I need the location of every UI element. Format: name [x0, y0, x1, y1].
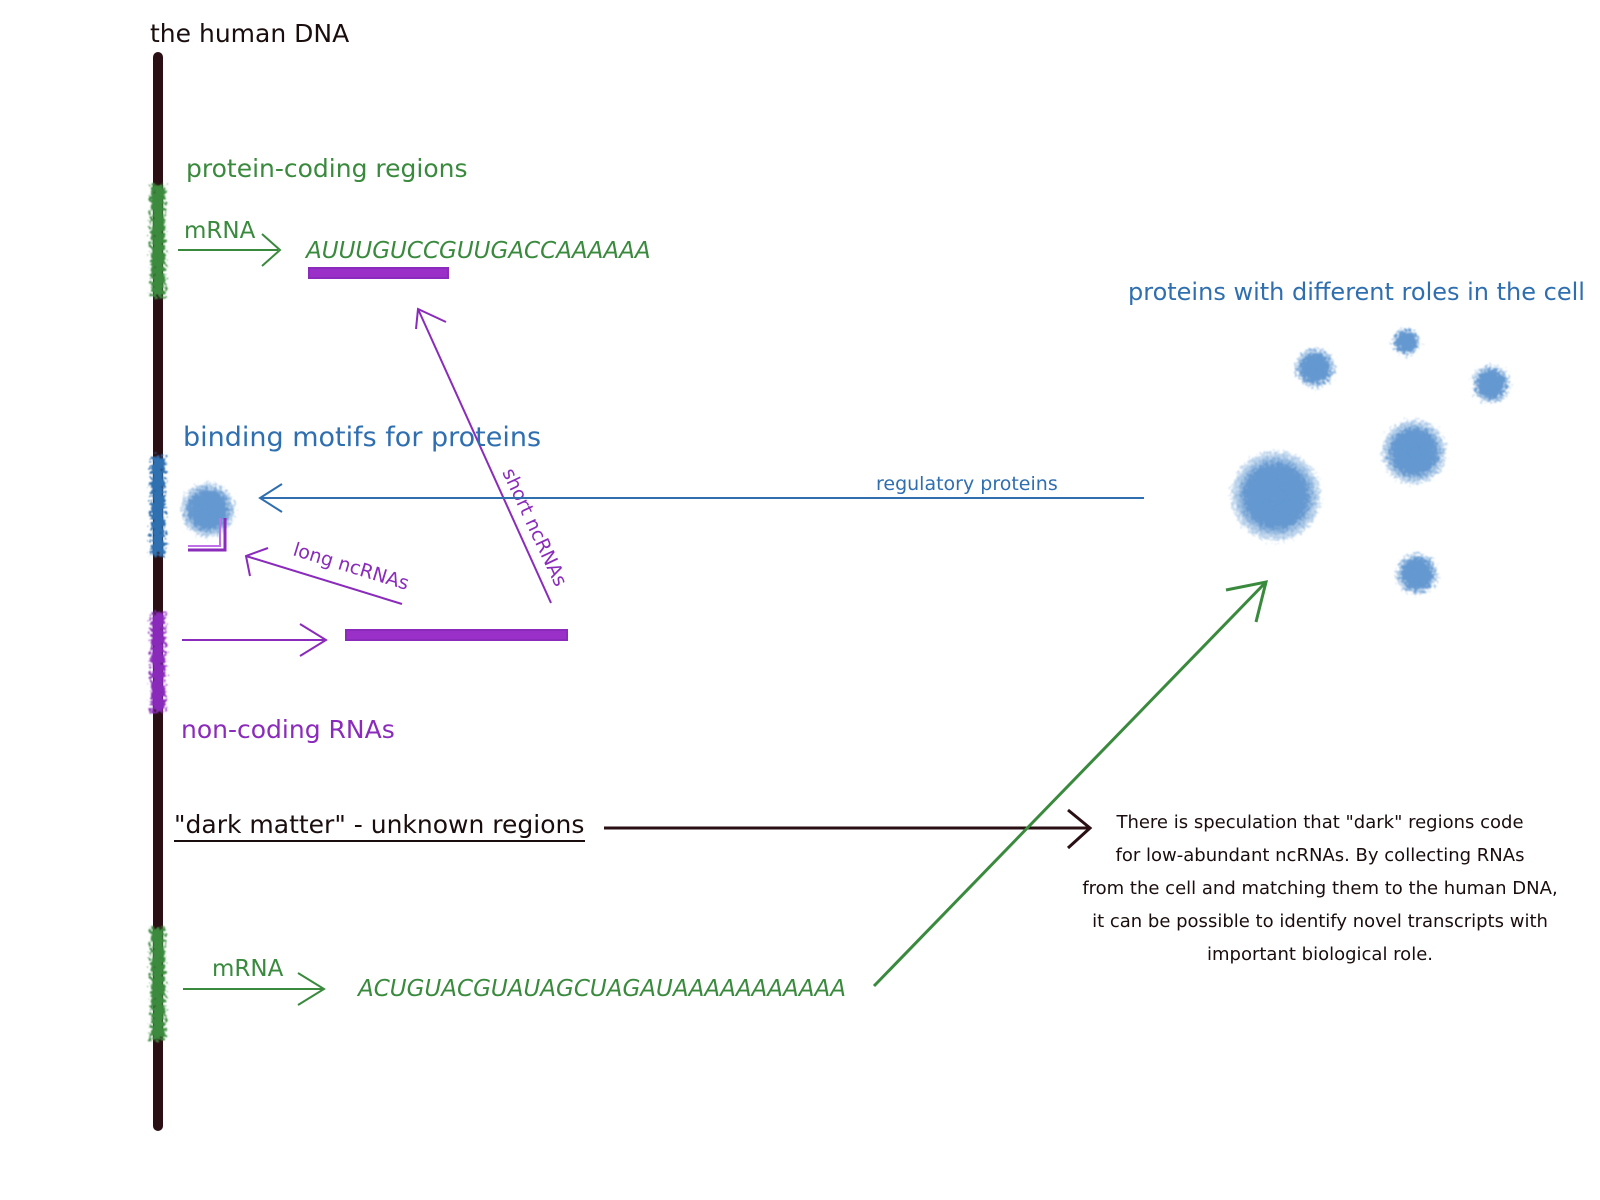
mrna-bottom-sequence: ACUGUACGUAUAGCUAGAUAAAAAAAAAAA — [356, 976, 846, 1002]
note-line: from the cell and matching them to the h… — [1082, 878, 1558, 899]
protein-blob-cluster — [1231, 328, 1510, 595]
protein-blob — [1472, 365, 1510, 403]
short-ncrnas-arrow — [415, 307, 552, 604]
protein-blob — [1382, 420, 1446, 484]
note-line: for low-abundant ncRNAs. By collecting R… — [1115, 845, 1525, 866]
short-ncrnas-label: short ncRNAs — [497, 465, 571, 590]
dna-region-non-coding — [151, 612, 165, 712]
dna-title: the human DNA — [150, 19, 349, 48]
dna-region-binding-motif — [151, 456, 165, 556]
non-coding-label: non-coding RNAs — [181, 715, 395, 744]
ncrna-transcription-arrow — [182, 623, 328, 657]
long-ncrnas-label: long ncRNAs — [291, 539, 412, 595]
proteins-label: proteins with different roles in the cel… — [1128, 278, 1585, 306]
mrna-bottom-arrow — [183, 972, 326, 1006]
translation-arrow — [872, 580, 1269, 988]
bound-ncrna-marker — [188, 518, 227, 552]
note-line: important biological role. — [1207, 944, 1433, 965]
bound-protein-blob — [181, 483, 235, 537]
short-ncrna-bar — [308, 267, 449, 279]
mrna-top-arrow — [178, 233, 282, 267]
note-line: There is speculation that "dark" regions… — [1116, 812, 1524, 833]
regulatory-proteins-arrow — [258, 483, 1144, 513]
dark-matter-label: "dark matter" - unknown regions — [174, 810, 584, 839]
dna-region-protein-coding-bottom — [151, 928, 165, 1040]
mrna-top-label: mRNA — [184, 218, 256, 244]
mrna-bottom-label: mRNA — [212, 956, 284, 982]
dark-matter-arrow — [604, 808, 1093, 850]
long-ncrnas-arrow — [244, 547, 403, 605]
dark-matter-note: There is speculation that "dark" regions… — [1080, 806, 1560, 971]
protein-blob — [1295, 348, 1335, 388]
long-ncrna-bar — [345, 629, 568, 641]
protein-coding-label: protein-coding regions — [186, 154, 468, 183]
note-line: it can be possible to identify novel tra… — [1092, 911, 1548, 932]
regulatory-proteins-label: regulatory proteins — [876, 473, 1058, 495]
protein-blob — [1392, 328, 1420, 356]
binding-motifs-label: binding motifs for proteins — [183, 422, 541, 453]
mrna-top-sequence: AUUUGUCCGUUGACCAAAAAA — [304, 238, 651, 264]
dna-region-protein-coding-top — [151, 185, 165, 297]
protein-blob — [1231, 451, 1321, 541]
protein-blob — [1396, 553, 1438, 595]
